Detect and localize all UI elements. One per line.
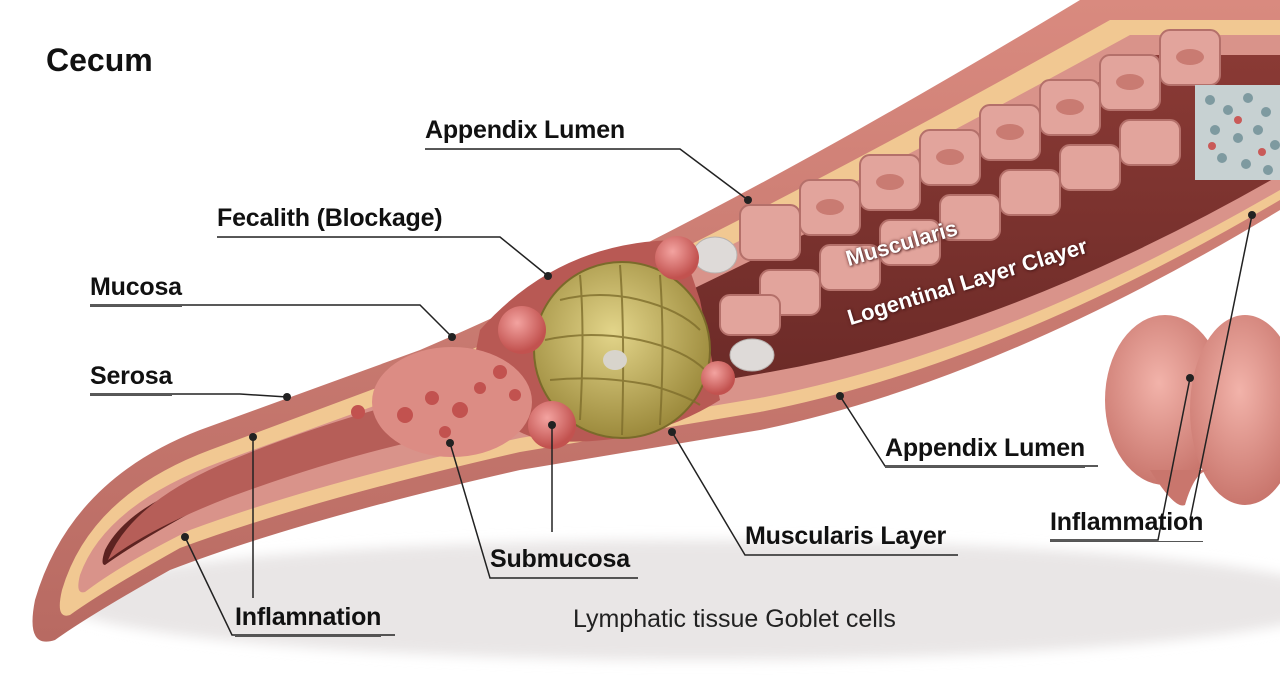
lymphoid-cluster [1195,85,1280,180]
label-serosa: Serosa [90,362,172,396]
page-title: Cecum [46,42,153,78]
callout-dots [181,196,1256,541]
tip-inner [108,400,420,560]
fecalith [533,261,711,439]
label-fecalith: Fecalith (Blockage) [217,204,443,238]
label-appendix-lumen-right: Appendix Lumen [885,434,1085,468]
cecum-lobes [1105,315,1280,506]
label-muscularis-layer: Muscularis Layer [745,522,946,556]
label-mucosa: Mucosa [90,273,182,307]
label-lymphatic-tissue: Lymphatic tissue Goblet cells [573,605,896,633]
submucosa-mass [351,347,532,457]
label-appendix-lumen-top: Appendix Lumen [425,116,625,150]
label-submucosa: Submucosa [490,545,630,579]
muscularis-cell-nuclei [816,49,1204,215]
label-inflammation-left: Inflamnation [235,603,381,637]
inflammatory-nodules [498,236,735,449]
ground-shadow [60,540,1280,660]
label-inflammation-right: Inflammation [1050,508,1203,542]
debris-pebbles [692,236,775,372]
